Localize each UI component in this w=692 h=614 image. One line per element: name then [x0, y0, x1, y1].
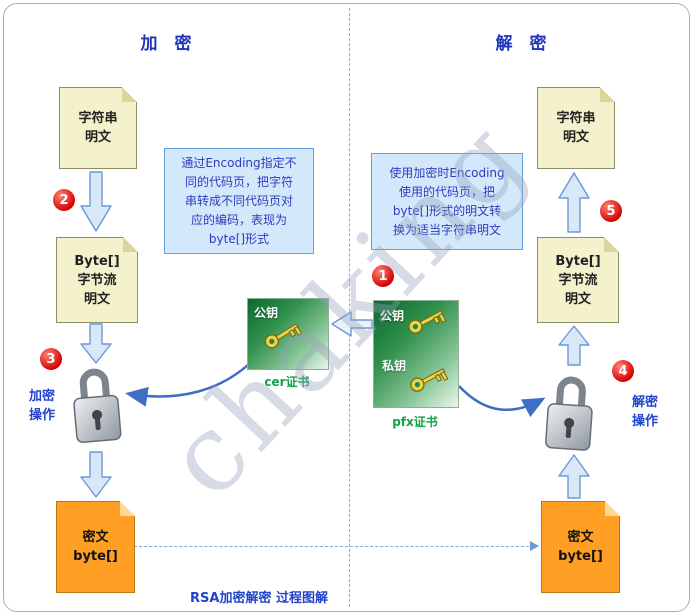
step-badge-1: 1 — [372, 265, 394, 287]
pfx-to-lock-arrow-icon — [458, 385, 546, 418]
document-label: 字符串 明文 — [556, 111, 596, 145]
cer-to-lock-arrow-icon — [125, 363, 250, 407]
cipher-transfer-arrow-icon — [530, 541, 539, 551]
decrypt-operation-label: 解密 操作 — [631, 395, 658, 429]
flow-arrow-down-icon — [80, 323, 112, 364]
encoding-note-left: 通过Encoding指定不 同的代码页，把字符 串转成不同代码页对 应的编码，表… — [164, 148, 314, 254]
private-key-label: 私钥 — [382, 359, 407, 373]
step-badge-4: 4 — [612, 360, 634, 382]
encrypt-operation-label: 加密 操作 — [28, 389, 55, 423]
cer-certificate-box: 公钥 — [247, 298, 329, 370]
document-label: Byte[] 字节流 明文 — [74, 253, 120, 307]
cipher-transfer-line — [134, 546, 534, 547]
flow-arrow-up-icon — [558, 454, 590, 499]
document-ciphertext-right: 密文 byte[] — [541, 501, 620, 593]
decrypt-lock-icon — [545, 376, 593, 451]
key-icon — [408, 310, 447, 334]
cer-cert-label: cer证书 — [264, 375, 310, 389]
pfx-certificate-box: 公钥 私钥 — [373, 300, 459, 408]
document-plaintext-string-left: 字符串 明文 — [59, 87, 137, 169]
flow-arrow-up-icon — [558, 325, 590, 366]
document-label: 密文 byte[] — [73, 530, 118, 564]
document-ciphertext-left: 密文 byte[] — [56, 501, 135, 593]
center-divider — [349, 8, 350, 607]
diagram-panel: 加 密 解 密 字符串 明文 Byte[] 字节流 明文 密文 — [3, 3, 690, 612]
key-icon — [410, 368, 449, 392]
diagram-caption: RSA加密解密 过程图解 — [190, 591, 328, 606]
public-key-label: 公钥 — [254, 306, 279, 320]
document-byte-stream-right: Byte[] 字节流 明文 — [537, 237, 619, 323]
step-badge-2: 2 — [53, 189, 75, 211]
key-export-arrow-left-icon — [331, 311, 373, 337]
step-badge-3: 3 — [40, 348, 62, 370]
note-text: 使用加密时Encoding 使用的代码页，把 byte[]形式的明文转 换为适当… — [389, 165, 505, 237]
flow-arrow-down-icon — [80, 171, 112, 232]
key-icon — [264, 323, 303, 349]
public-key-label: 公钥 — [380, 309, 405, 323]
document-label: 密文 byte[] — [558, 530, 603, 564]
title-encryption: 加 密 — [140, 34, 192, 54]
document-label: 字符串 明文 — [78, 111, 118, 145]
document-label: Byte[] 字节流 明文 — [555, 253, 601, 307]
encrypt-lock-icon — [73, 368, 122, 444]
encoding-note-right: 使用加密时Encoding 使用的代码页，把 byte[]形式的明文转 换为适当… — [371, 153, 523, 250]
flow-arrow-up-icon — [558, 172, 590, 233]
title-decryption: 解 密 — [495, 34, 547, 54]
step-badge-5: 5 — [600, 200, 622, 222]
flow-arrow-down-icon — [80, 451, 112, 498]
pfx-cert-label: pfx证书 — [392, 415, 438, 429]
document-plaintext-string-right: 字符串 明文 — [537, 87, 615, 169]
document-byte-stream-left: Byte[] 字节流 明文 — [56, 237, 138, 323]
note-text: 通过Encoding指定不 同的代码页，把字符 串转成不同代码页对 应的编码，表… — [181, 155, 297, 246]
